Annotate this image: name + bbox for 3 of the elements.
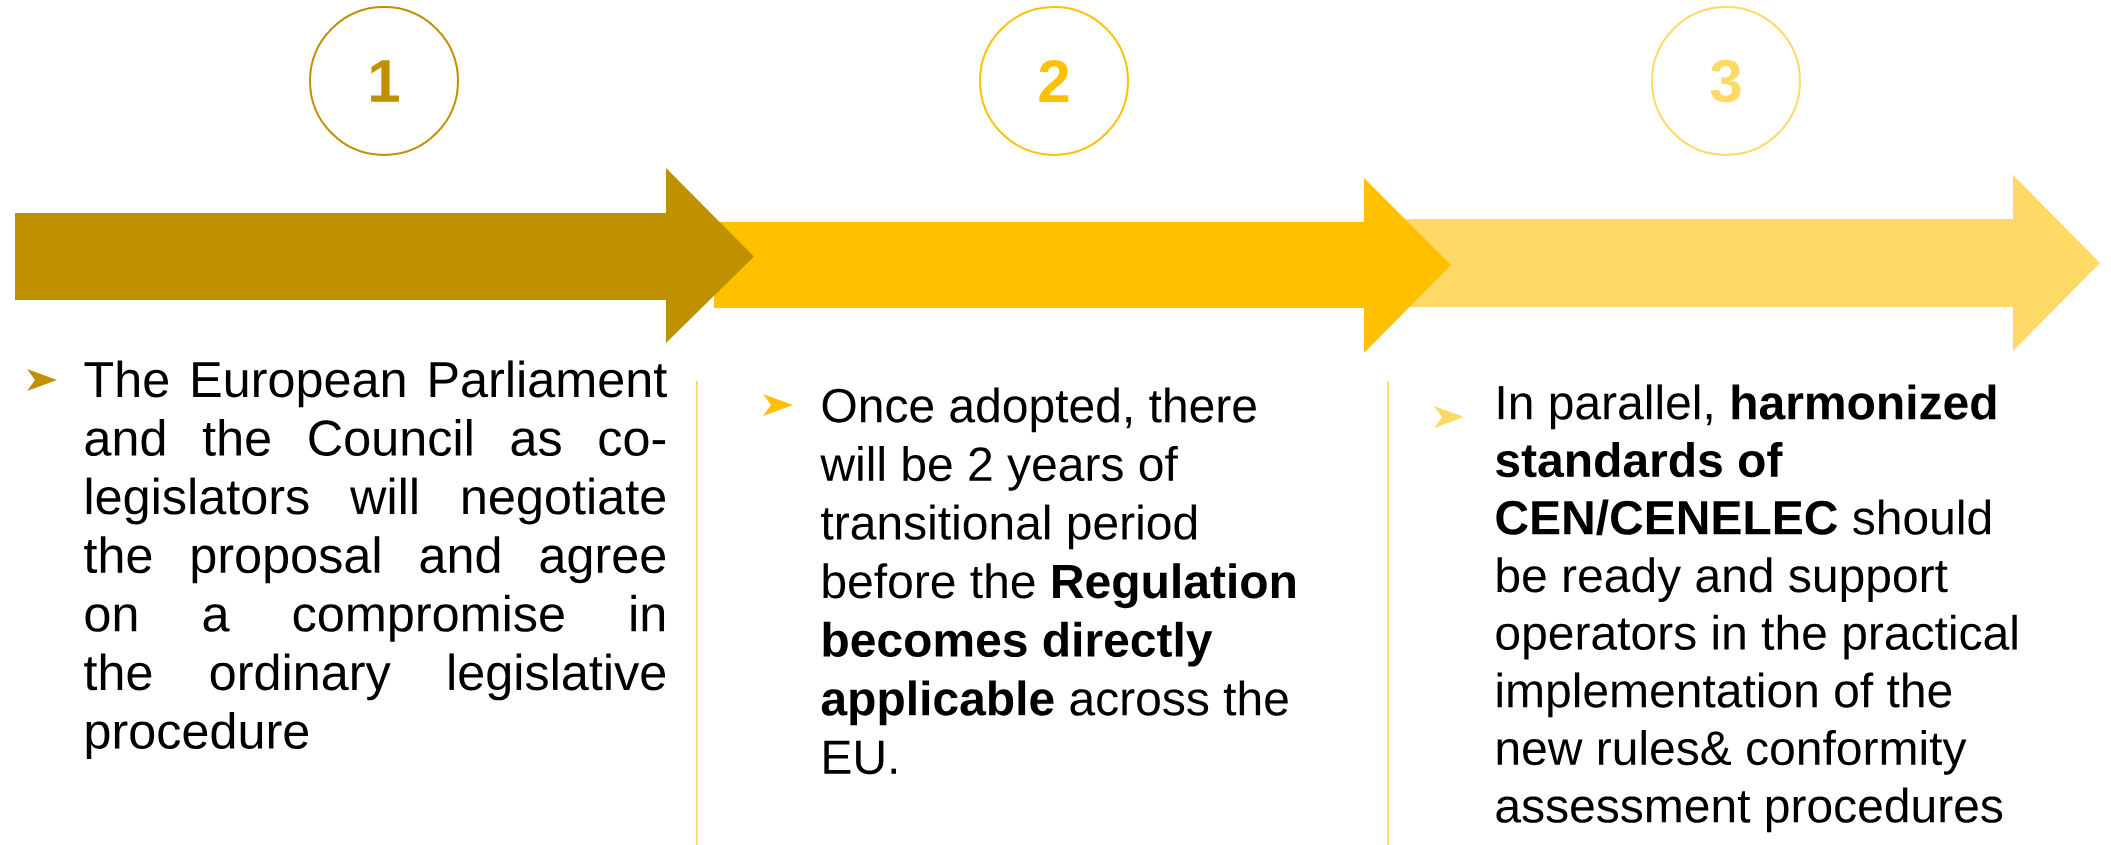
bullet-text: The European Parliament and the Council as co-legislators will negotiate the proposal and agree on a compromise in the ordinary legislative procedure — [84, 360, 667, 759]
bullet-text: Once adopted, there will be 2 years of transitional period before the Regulation becomes directly applicable across the EU. — [820, 387, 1295, 775]
bullet-text: In parallel, harmonized standards of CEN/CENELEC should be ready and support operators in the practical implementation of the new rules& conformity assessment procedures — [1496, 384, 2017, 833]
